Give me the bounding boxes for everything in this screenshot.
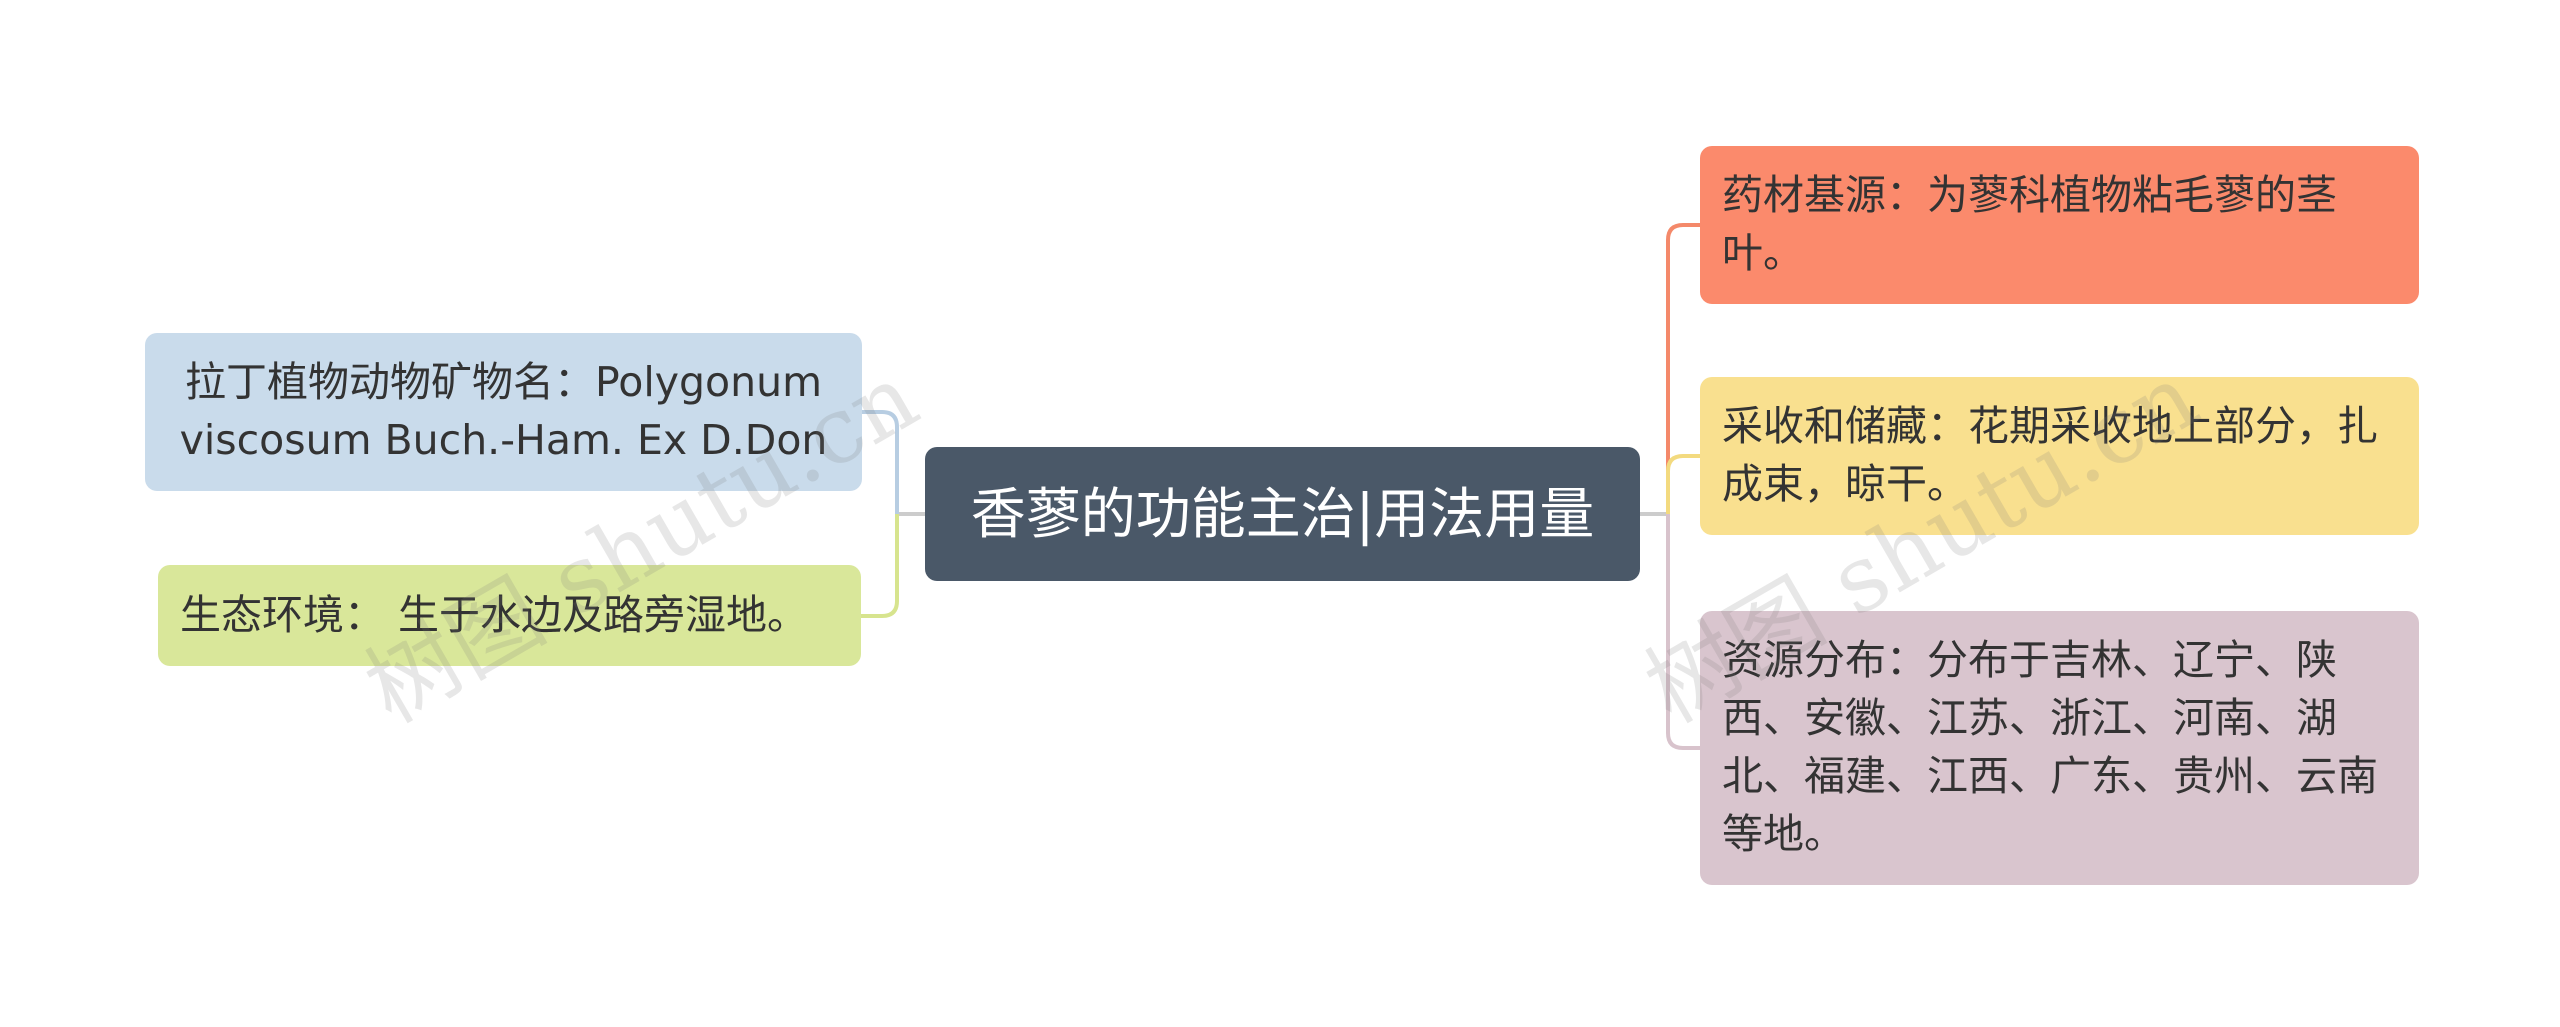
node-ecology[interactable]: 生态环境： 生于水边及路旁湿地。: [158, 565, 861, 666]
node-latin-name[interactable]: 拉丁植物动物矿物名：Polygonum viscosum Buch.-Ham. …: [145, 333, 862, 491]
central-topic[interactable]: 香蓼的功能主治|用法用量: [925, 447, 1640, 581]
node-medicinal-source[interactable]: 药材基源：为蓼科植物粘毛蓼的茎叶。: [1700, 146, 2419, 304]
node-distribution[interactable]: 资源分布：分布于吉林、辽宁、陕西、安徽、江苏、浙江、河南、湖北、福建、江西、广东…: [1700, 611, 2419, 885]
connector-to-distribution: [1666, 514, 1700, 750]
connector-to-latin-name: [862, 410, 899, 514]
connector-to-source: [1666, 223, 1700, 514]
connector-to-ecology: [861, 514, 899, 618]
connector-to-harvest: [1666, 454, 1700, 514]
node-harvest-storage[interactable]: 采收和储藏：花期采收地上部分，扎成束，晾干。: [1700, 377, 2419, 535]
